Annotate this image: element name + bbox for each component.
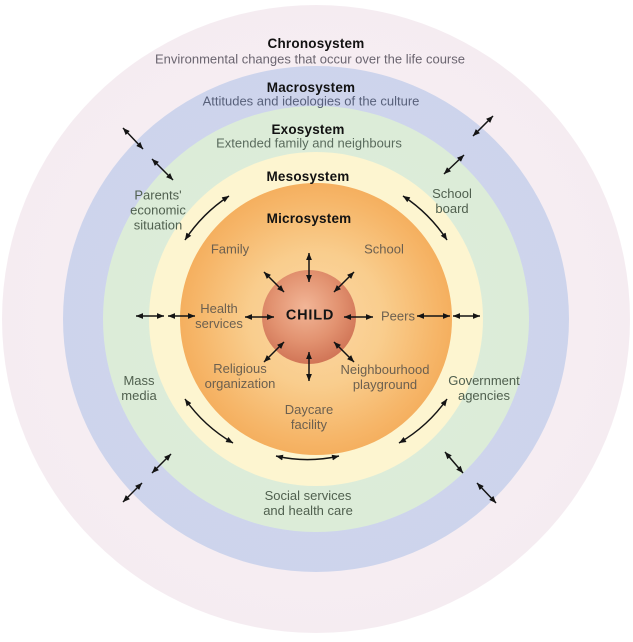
child-circle bbox=[262, 270, 356, 364]
